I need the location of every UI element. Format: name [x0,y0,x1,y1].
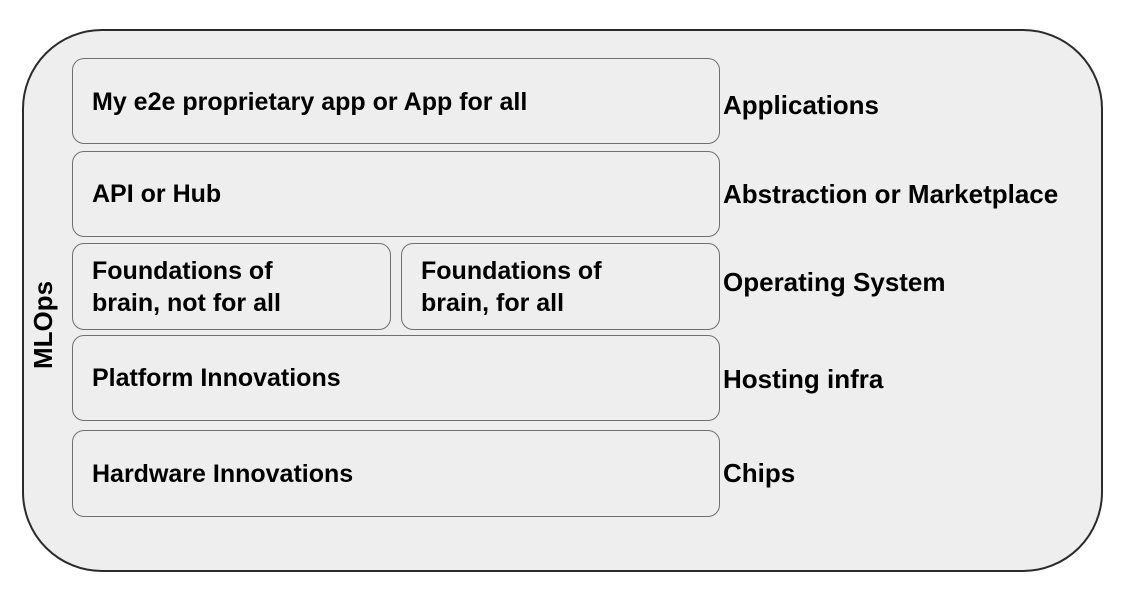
layer-label-chips: Chips [723,458,796,488]
foundations-not-for-all-box: Foundations of brain, not for all [72,243,391,330]
applications-box-text: My e2e proprietary app or App for all [92,88,528,116]
platform-innovations-box: Platform Innovations [72,335,720,421]
hardware-innovations-text: Hardware Innovations [92,459,354,488]
api-hub-box-text: API or Hub [92,180,222,208]
foundations-for-all-box: Foundations of brain, for all [401,243,720,330]
foundations-not-for-all-text: Foundations of brain, not for all [92,256,281,317]
mlops-side-label: MLOps [28,280,58,370]
applications-box: My e2e proprietary app or App for all [72,58,720,144]
platform-innovations-text: Platform Innovations [92,364,341,392]
layer-label-hosting-infra: Hosting infra [723,364,884,394]
layer-label-applications: Applications [723,90,880,120]
api-hub-box: API or Hub [72,151,720,237]
layer-label-abstraction: Abstraction or Marketplace [723,179,1059,209]
layer-label-operating-system: Operating System [723,267,946,297]
hardware-innovations-box: Hardware Innovations [72,430,720,517]
foundations-for-all-text: Foundations of brain, for all [421,256,602,317]
